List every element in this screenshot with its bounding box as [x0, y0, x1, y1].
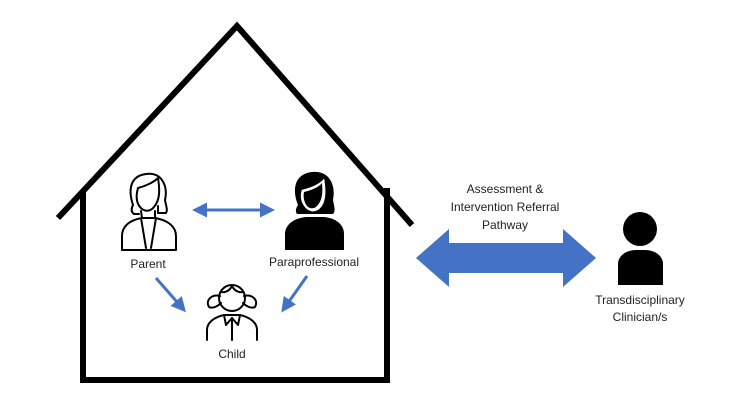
- child-icon: [206, 284, 258, 341]
- child-label: Child: [218, 347, 246, 361]
- clinician-label-line2: Clinician/s: [612, 310, 668, 324]
- paraprofessional-child-arrow: [281, 275, 309, 313]
- pathway-label-line2: Intervention Referral: [450, 200, 560, 214]
- paraprofessional-label: Paraprofessional: [268, 255, 360, 269]
- parent-child-arrow: [154, 277, 186, 313]
- clinician-label-line1: Transdisciplinary: [595, 293, 685, 307]
- parent-label: Parent: [130, 257, 166, 271]
- parent-icon: [121, 172, 177, 251]
- clinician-icon: [618, 212, 663, 285]
- pathway-label-line3: Pathway: [481, 218, 529, 232]
- referral-pathway-arrow: [416, 229, 596, 287]
- house-walls: [80, 188, 390, 383]
- pathway-label-line1: Assessment &: [466, 182, 544, 196]
- house: [55, 21, 415, 383]
- paraprofessional-icon: [285, 171, 344, 250]
- house-roof: [55, 21, 415, 227]
